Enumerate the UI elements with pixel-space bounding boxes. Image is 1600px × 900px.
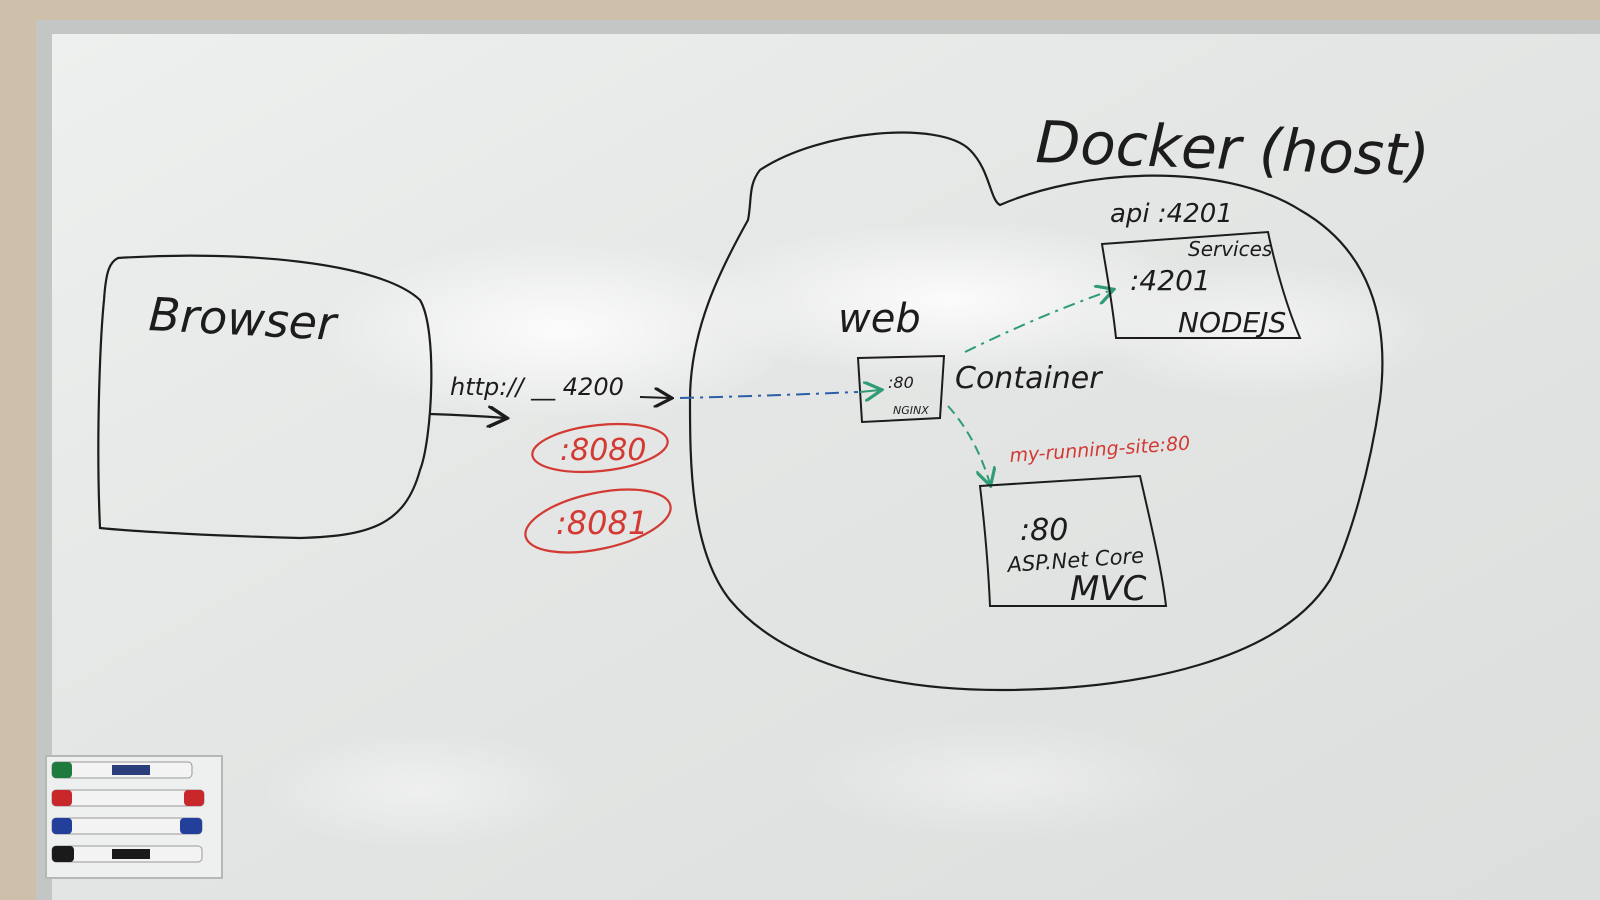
nginx-name: NGINX [893,404,929,417]
aspnet-container-box [978,474,1168,607]
marker-icon[interactable] [51,817,203,835]
marker-icon[interactable] [51,789,205,807]
browser-box [97,254,433,540]
nginx-port: :80 [888,373,914,392]
light-reflection [320,240,800,420]
nginx-container-box [856,354,946,424]
route-to-aspnet-line [947,405,990,484]
marker-icon[interactable] [51,845,203,863]
port-ellipse [524,488,672,554]
api-label: api :4201 [1110,199,1233,229]
port-label: :8080 [560,433,646,468]
light-reflection [800,720,1200,840]
browser-arrow [429,414,505,418]
aspnet-sub: MVC [1070,569,1147,609]
nginx-entry-arrow [859,390,880,392]
node-container-box [1100,230,1302,339]
container-label: Container [955,361,1103,396]
aspnet-port: :80 [1020,513,1068,548]
light-reflection [690,220,1210,380]
port-label: :8081 [556,504,648,542]
light-reflection [1080,260,1440,400]
marker-icon[interactable] [51,761,193,779]
docker-host-title: Docker (host) [1035,108,1431,190]
browser-label: Browser [147,287,340,351]
light-reflection [260,730,580,850]
node-port: :4201 [1130,264,1211,297]
web-label: web [838,296,921,342]
url-label: http:// __ 4200 [450,373,624,401]
marker-tray [45,755,223,879]
docker-host-cloud [688,131,1384,692]
services-label: Services [1188,237,1272,261]
node-name: NODEJS [1178,306,1286,339]
url-arrow [639,397,670,398]
port-ellipse [531,422,669,474]
route-to-node-line [964,290,1112,353]
